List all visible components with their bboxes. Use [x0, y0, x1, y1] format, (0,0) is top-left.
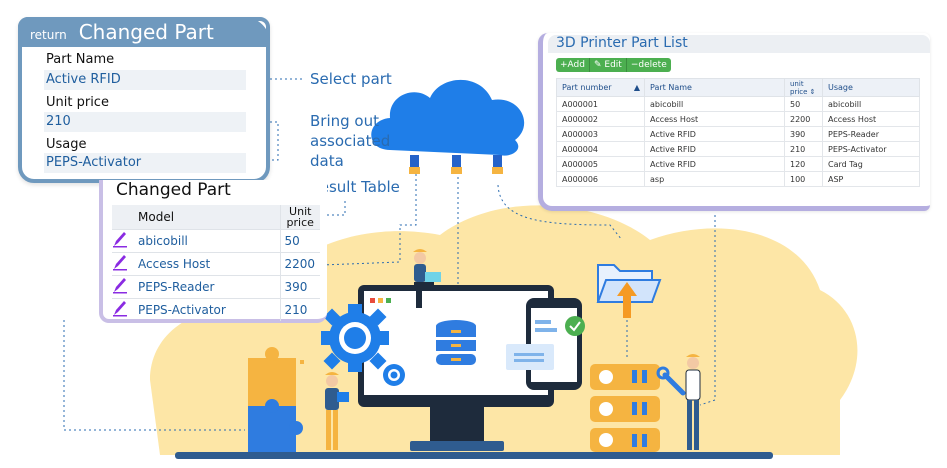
database-icon: [436, 320, 476, 365]
table-row[interactable]: PEPS-Activator 210: [112, 297, 320, 321]
usage-header[interactable]: Usage: [822, 78, 920, 97]
part-name-field[interactable]: Active RFID: [44, 70, 246, 90]
bring-out-label-1: Bring out: [310, 112, 379, 130]
worker-with-wrench: [656, 354, 701, 450]
part-list-header: [548, 35, 930, 53]
delete-button[interactable]: −delete: [627, 58, 671, 72]
unit-price-field[interactable]: 210: [44, 112, 246, 132]
part-list-toolbar: +Add ✎ Edit −delete: [556, 58, 671, 72]
unit-price-label: Unit price: [46, 95, 109, 110]
server-icon: [590, 364, 660, 452]
pencil-icon[interactable]: [112, 276, 128, 294]
table-row[interactable]: PEPS-Reader 390: [112, 274, 320, 298]
model-cell: abicobill: [138, 228, 280, 252]
result-table-title: Changed Part: [116, 180, 231, 200]
floor-line: [175, 452, 773, 459]
unit-price-header: Unit price: [279, 205, 320, 229]
pencil-icon[interactable]: [112, 253, 128, 271]
worker-with-tablet: [325, 372, 349, 450]
price-cell: 50: [279, 228, 320, 252]
floating-card: [506, 344, 554, 370]
sort-icon[interactable]: ⇕: [809, 87, 816, 96]
sort-asc-icon[interactable]: ▲: [633, 83, 640, 92]
edit-icon: ✎: [593, 60, 602, 70]
table-row[interactable]: Access Host 2200: [112, 251, 320, 275]
unit-price-header[interactable]: unit price ⇕: [784, 78, 823, 97]
changed-part-table: Model Unit price abicobill 50 Access Hos…: [112, 205, 320, 321]
price-cell: 210: [279, 297, 320, 321]
form-header: return Changed Part: [18, 17, 270, 47]
folder-upload-icon: [596, 264, 662, 318]
usage-field[interactable]: PEPS-Activator: [44, 153, 246, 173]
select-part-label: Select part: [310, 70, 392, 88]
worker-with-laptop: [413, 249, 441, 308]
edit-label: Edit: [604, 60, 622, 70]
part-list-title: 3D Printer Part List: [556, 35, 688, 51]
model-header: Model: [138, 205, 280, 229]
edit-button[interactable]: ✎ Edit: [590, 58, 627, 72]
usage-label: Usage: [46, 137, 87, 152]
bring-out-label-3: data: [310, 152, 344, 170]
part-name-header[interactable]: Part Name: [644, 78, 785, 97]
table-row[interactable]: abicobill 50: [112, 228, 320, 252]
model-cell: PEPS-Activator: [138, 297, 280, 321]
minus-icon: −: [630, 60, 639, 70]
part-list-table: Part number ▲ Part Name unit price ⇕ Usa…: [556, 78, 920, 187]
pencil-icon[interactable]: [112, 299, 128, 317]
add-button[interactable]: +Add: [556, 58, 590, 72]
return-link[interactable]: return: [30, 28, 67, 42]
price-cell: 390: [279, 274, 320, 298]
cloud-icon: [371, 79, 525, 174]
model-cell: Access Host: [138, 251, 280, 275]
pencil-icon[interactable]: [112, 230, 128, 248]
wrench-icon: [662, 372, 686, 396]
price-cell: 2200: [279, 251, 320, 275]
part-number-header[interactable]: Part number ▲: [556, 78, 645, 97]
bring-out-label-2: associated: [310, 132, 391, 150]
form-title: Changed Part: [78, 20, 214, 44]
gear-icon: [321, 304, 405, 386]
delete-label: delete: [638, 60, 667, 70]
model-cell: PEPS-Reader: [138, 274, 280, 298]
result-table-label: Result Table: [310, 178, 400, 196]
part-name-label: Part Name: [46, 52, 115, 67]
puzzle-icon: [248, 347, 304, 452]
